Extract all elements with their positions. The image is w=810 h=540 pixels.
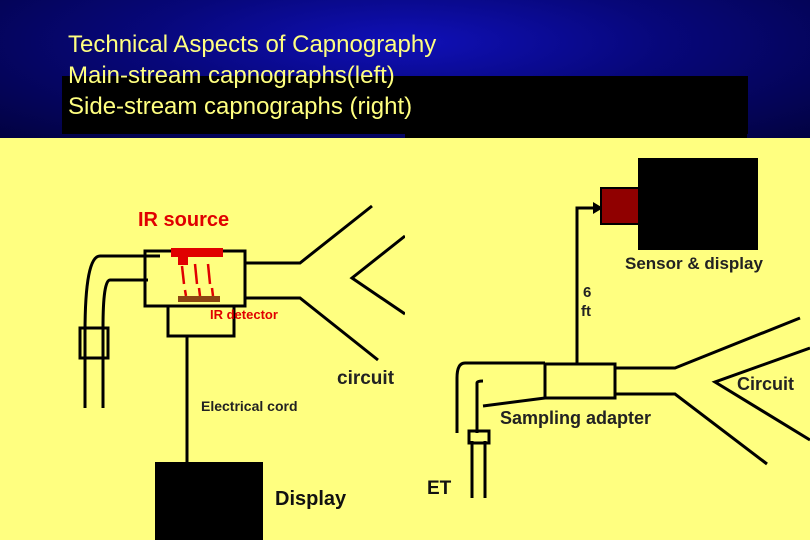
display-box (155, 462, 263, 540)
sidestream-diagram: Sensor & display 6 ft Circuit Sampling a… (427, 158, 810, 499)
circuit-upper-limb (245, 204, 373, 265)
ir-source-emitter (171, 248, 223, 257)
sidestream-panel: Sensor & display 6 ft Circuit Sampling a… (405, 138, 810, 540)
et-tube-connector (78, 326, 110, 360)
tube-length-unit: ft (581, 303, 591, 320)
circuit-inner-v (711, 346, 810, 442)
ir-detector-element (178, 296, 220, 302)
mainstream-lines (78, 204, 406, 464)
sidestream-lines (455, 206, 810, 498)
et-connector (467, 429, 491, 445)
circuit-lower-limb (245, 296, 379, 362)
circuit-label: circuit (337, 368, 395, 389)
sampling-adapter (543, 362, 617, 400)
adapter-lower-edge (482, 396, 546, 408)
circuit-label: Circuit (737, 374, 794, 394)
circuit-inner-v (349, 234, 406, 316)
circuit-upper-limb (615, 316, 801, 370)
ir-source-label: IR source (138, 209, 229, 231)
sampling-tube (575, 206, 593, 364)
title-line-2: Main-stream capnographs(left) (68, 62, 395, 89)
sampling-adapter-label: Sampling adapter (500, 408, 651, 428)
sampling-tube-arrow (593, 202, 603, 214)
mainstream-panel: IR source IR detector circuit Electrical… (0, 138, 406, 540)
circuit-lower-limb (615, 392, 768, 466)
ir-beam (180, 263, 215, 297)
mainstream-diagram: IR source IR detector circuit Electrical… (78, 204, 406, 540)
title-line-3: Side-stream capnographs (right) (68, 93, 413, 120)
sensor-display-label: Sensor & display (625, 254, 763, 273)
et-elbow-outer (455, 361, 545, 433)
sensor-display-box (638, 158, 758, 250)
ir-source-lamp (178, 257, 188, 265)
et-label: ET (427, 478, 452, 499)
tube-length-value: 6 (583, 284, 591, 301)
ir-detector-label: IR detector (210, 307, 278, 322)
et-elbow-inner (101, 278, 148, 408)
slide-title: Technical Aspects of Capnography Main-st… (68, 29, 436, 122)
title-shadow (62, 76, 748, 134)
sensor-block (600, 187, 642, 225)
ir-detector-housing (166, 304, 236, 338)
et-elbow-inner (475, 379, 484, 433)
display-label: Display (275, 488, 347, 510)
title-line-1: Technical Aspects of Capnography (68, 31, 437, 58)
electrical-cord-label: Electrical cord (201, 398, 298, 414)
